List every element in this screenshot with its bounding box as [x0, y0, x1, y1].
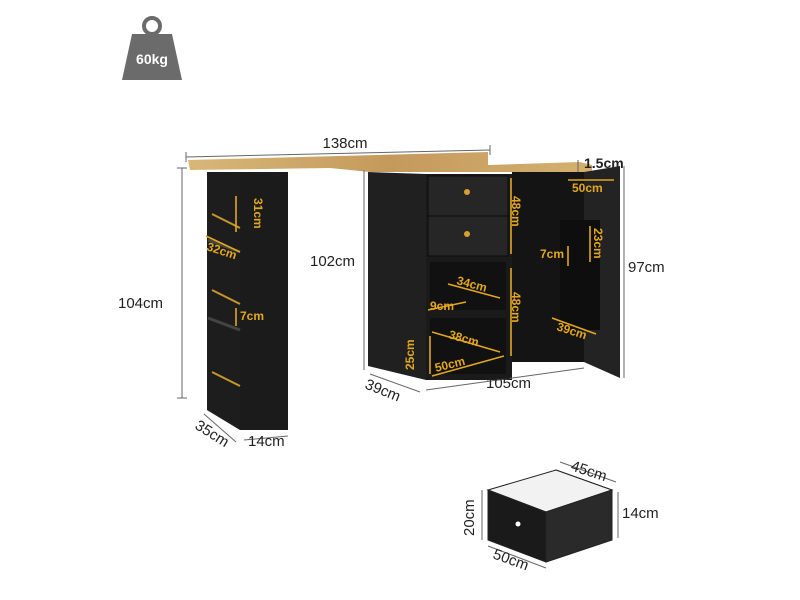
- drawer-section-height-label: 48cm: [509, 196, 523, 227]
- cabinet-width-label: 105cm: [486, 375, 531, 392]
- cabinet-depth-label: 39cm: [363, 376, 403, 406]
- drawer-height-label: 14cm: [622, 505, 659, 522]
- door-inner-width-label: 50cm: [572, 181, 603, 195]
- overall-width-dimension: 138cm: [185, 135, 491, 162]
- open-section-height-label: 48cm: [509, 292, 523, 323]
- weight-label: 60kg: [136, 51, 168, 67]
- overall-height-dimension: 104cm: [118, 167, 187, 399]
- drawer-detail: 45cm 14cm 20cm 50cm: [461, 458, 659, 575]
- bottom-shelf-height-label: 25cm: [403, 339, 417, 370]
- side-shelf-unit: [207, 172, 288, 430]
- cabinet-height-dimension: 102cm: [310, 170, 365, 370]
- shelf-height-label: 31cm: [251, 198, 265, 229]
- side-depth-label: 35cm: [192, 417, 232, 451]
- overall-height-label: 104cm: [118, 295, 163, 312]
- side-width-label: 14cm: [248, 433, 285, 450]
- cabinet-height-label: 102cm: [310, 253, 355, 270]
- door-shelf-gap-label: 7cm: [540, 247, 564, 261]
- door-height-dimension: 97cm: [623, 166, 665, 378]
- weight-icon: 60kg: [122, 16, 182, 80]
- main-cabinet: [368, 166, 620, 380]
- open-shelf-gap-label: 9cm: [430, 299, 454, 313]
- drawer-front-height-label: 20cm: [461, 499, 478, 536]
- desk-top: [188, 152, 592, 172]
- top-thickness-dimension: 1.5cm: [577, 155, 624, 172]
- shelf-gap-label: 7cm: [240, 309, 264, 323]
- door-height-label: 97cm: [628, 259, 665, 276]
- top-thickness-label: 1.5cm: [584, 155, 624, 171]
- door-shelf-height-label: 23cm: [591, 228, 605, 259]
- overall-width-label: 138cm: [322, 135, 367, 152]
